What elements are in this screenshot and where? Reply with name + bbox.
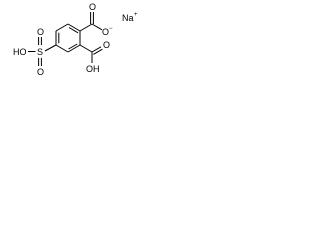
acid-double-bond-b (93, 48, 103, 55)
anion-charge: − (109, 26, 113, 32)
sulfonic-hydroxyl: HO (13, 47, 27, 57)
carboxylate-ring-bond (79, 23, 93, 32)
benzene-ring (55, 23, 81, 53)
sulfonyl-oxygen-bottom: O (37, 67, 44, 77)
sulfonyl-oxygen-top: O (37, 27, 44, 37)
acid-double-bond-a (91, 46, 102, 53)
sulfur-ring-bond (44, 44, 57, 52)
carboxylate-single-bond (91, 23, 103, 31)
sodium-counterion: Na + (122, 12, 138, 23)
sulfonic-acid-group: O S O HO (13, 27, 57, 77)
sulfur-atom: S (37, 47, 43, 57)
sodium-label: Na (122, 13, 134, 23)
ring-bond-1 (67, 23, 81, 32)
acid-ring-bond (79, 44, 93, 53)
acid-hydroxyl: OH (86, 64, 100, 74)
ring-bond-6 (55, 23, 69, 32)
carboxylate-group: O O − (79, 2, 113, 37)
sodium-charge: + (134, 12, 138, 18)
ring-bond-1-inner (68, 27, 79, 34)
ring-bond-4 (55, 44, 69, 53)
ring-bond-3 (67, 44, 81, 53)
acid-oxygen: O (103, 40, 110, 50)
ring-bond-3-inner (68, 43, 78, 50)
carboxylate-oxygen-top: O (89, 2, 96, 12)
carboxylic-acid-group: O OH (79, 40, 110, 74)
carboxylate-oxygen-anion: O (102, 27, 109, 37)
chemical-structure: O O − Na + O OH O S O HO (13, 2, 138, 77)
